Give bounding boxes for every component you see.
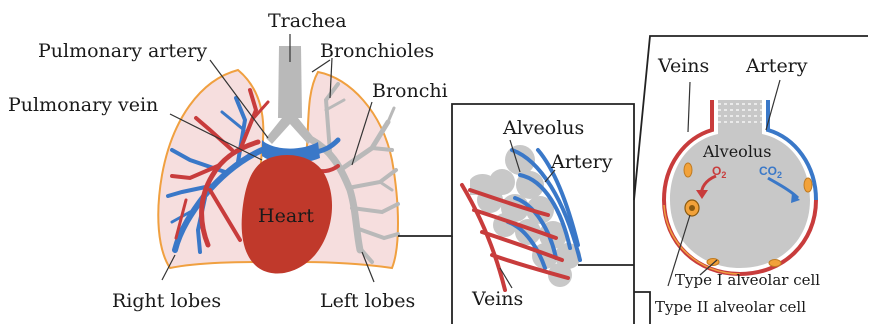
label-veins-cluster: Veins — [471, 288, 523, 310]
label-artery-cluster: Artery — [550, 151, 613, 173]
label-pulmonary-artery: Pulmonary artery — [38, 40, 207, 62]
label-heart: Heart — [258, 205, 314, 227]
label-artery-detail: Artery — [745, 55, 808, 77]
alveolus-detail — [664, 100, 816, 274]
label-bronchioles: Bronchioles — [320, 40, 434, 62]
label-left-lobes: Left lobes — [320, 290, 415, 312]
label-veins-detail: Veins — [657, 55, 709, 77]
label-alveolus-detail: Alveolus — [702, 142, 771, 161]
label-alveolus-cluster: Alveolus — [502, 117, 584, 139]
label-type1-cell: Type I alveolar cell — [675, 271, 820, 289]
label-type2-cell: Type II alveolar cell — [655, 298, 806, 316]
label-trachea: Trachea — [268, 10, 347, 32]
label-right-lobes: Right lobes — [112, 290, 221, 312]
label-pulmonary-vein: Pulmonary vein — [8, 94, 158, 116]
label-bronchi: Bronchi — [372, 80, 448, 102]
